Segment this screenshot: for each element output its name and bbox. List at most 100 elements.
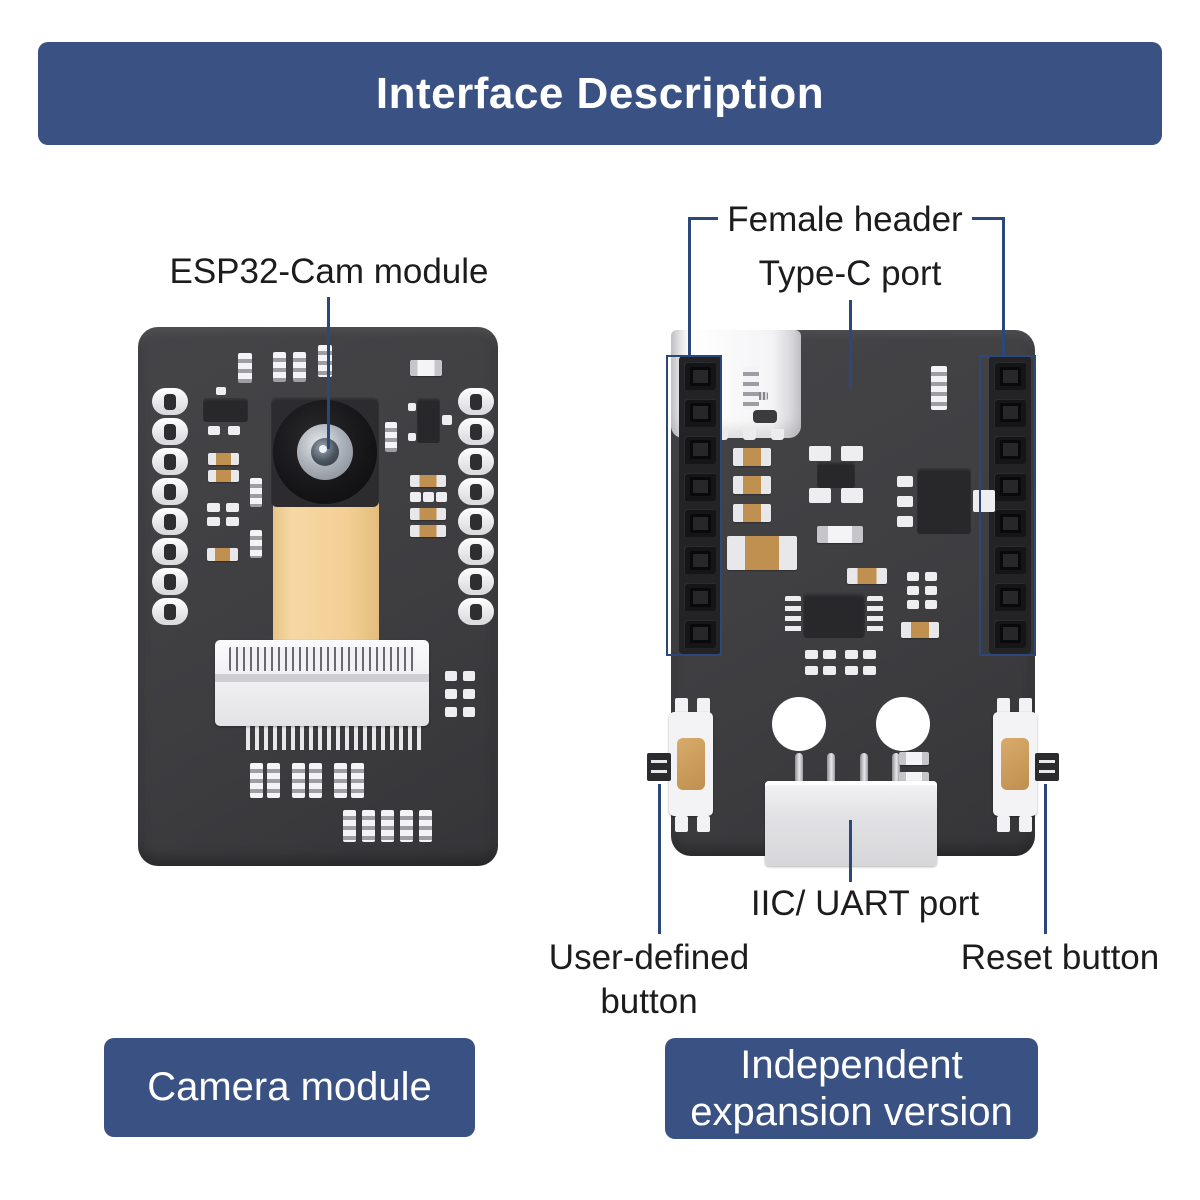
smd-pad-component (809, 446, 831, 461)
header-socket (994, 435, 1026, 464)
smd-pad-component (809, 488, 831, 503)
label-esp32-cam-module: ESP32-Cam module (169, 252, 489, 291)
smd-pad-component (228, 426, 240, 435)
smd-pad-component (208, 426, 220, 435)
type-c-tab (743, 429, 756, 440)
page-title: Interface Description (375, 68, 825, 118)
smd-vcap-component (273, 352, 286, 382)
smd-pinsv-component (867, 596, 883, 636)
type-c-contact-icon (751, 392, 768, 400)
smd-pad-component (408, 403, 416, 411)
camera-lens-highlight (319, 445, 327, 453)
female-header-bracket-right-v (1002, 217, 1005, 357)
smd-pad-component (445, 707, 457, 717)
castellated-pad (152, 568, 188, 595)
castellated-pad (152, 598, 188, 625)
smd-vcap-component (267, 763, 280, 798)
smd-pad-component (973, 490, 995, 512)
smd-pad-component (216, 387, 226, 395)
smd-vcap-component (931, 366, 947, 410)
label-iic-uart-port: IIC/ UART port (750, 884, 980, 923)
expansion-board (647, 330, 1059, 866)
smd-pad-component (925, 586, 937, 595)
smd-pad-component (897, 476, 913, 487)
smd-vcap-component (309, 763, 322, 798)
iic-uart-pin (795, 753, 803, 783)
smd-vcap-component (250, 530, 262, 558)
type-c-pointer-line (849, 300, 852, 390)
ffc-connector-lip (215, 674, 429, 682)
smd-pad-component (925, 572, 937, 581)
ffc-connector (215, 640, 429, 726)
smd-pad-component (907, 600, 919, 609)
smd-cap-component (899, 752, 929, 765)
reset-button-actuator-icon (1035, 753, 1059, 781)
castellated-pad (152, 388, 188, 415)
smd-vcap-component (293, 352, 306, 382)
camera-module-board (138, 327, 498, 866)
badge-expansion-text-line1: Independent (740, 1042, 963, 1087)
user-button-actuator-icon (647, 753, 671, 781)
reset-button-pointer-line (1044, 784, 1047, 934)
smd-vcap-component (250, 763, 263, 798)
label-female-header: Female header (727, 200, 963, 239)
smd-pad-component (823, 666, 836, 675)
header-socket (684, 435, 716, 464)
smd-pad-component (925, 600, 937, 609)
smd-cap-component (410, 360, 442, 376)
badge-expansion-version: Independent expansion version (665, 1038, 1038, 1139)
smd-pad-component (863, 666, 876, 675)
user-button-pointer-line (658, 784, 661, 934)
smd-res-component (207, 548, 238, 561)
header-socket (994, 509, 1026, 538)
header-socket (684, 583, 716, 612)
smd-vcap-component (400, 810, 413, 842)
smd-pad-component (442, 415, 452, 425)
smd-dark-component (917, 468, 971, 534)
label-user-defined-button-line1: User-defined (548, 938, 750, 977)
castellated-pad (152, 418, 188, 445)
iic-uart-pin (892, 753, 900, 783)
smd-pad-component (823, 650, 836, 659)
badge-camera-module-text: Camera module (147, 1065, 432, 1109)
header-socket (684, 509, 716, 538)
smd-res-component (733, 448, 771, 466)
smd-pad-component (445, 671, 457, 681)
label-type-c-port: Type-C port (758, 254, 942, 293)
smd-vcap-component (238, 353, 252, 383)
smd-res-component (727, 536, 797, 570)
smd-pad-component (463, 689, 475, 699)
badge-expansion-text-line2: expansion version (690, 1089, 1013, 1134)
reset-button (991, 698, 1061, 832)
badge-camera-module: Camera module (104, 1038, 475, 1137)
header-socket (684, 362, 716, 390)
smd-pad-component (408, 433, 416, 441)
smd-pad-component (226, 503, 239, 512)
iic-uart-pointer-line (849, 820, 852, 882)
esp32-pointer-line (327, 297, 330, 449)
type-c-tab (771, 429, 784, 440)
female-header-bracket-right-h (972, 217, 1005, 220)
castellated-pad (458, 598, 494, 625)
smd-pad-component (897, 516, 913, 527)
smd-vcap-component (743, 366, 759, 410)
smd-pad-component (207, 503, 220, 512)
smd-pad-component (897, 496, 913, 507)
smd-res-component (733, 504, 771, 522)
iic-uart-pin (860, 753, 868, 783)
castellated-pad (458, 388, 494, 415)
castellated-pad (458, 478, 494, 505)
header-socket (994, 619, 1026, 648)
smd-res-component (847, 568, 887, 584)
female-header-outline-left (666, 355, 722, 656)
female-header-right (989, 356, 1031, 654)
smd-pad-component (436, 492, 447, 502)
iic-uart-pin (827, 753, 835, 783)
castellated-pad (152, 538, 188, 565)
smd-dark-component (203, 398, 248, 422)
header-socket (684, 619, 716, 648)
user-defined-button (645, 698, 715, 832)
smd-res-component (733, 476, 771, 494)
smd-vcap-component (362, 810, 375, 842)
